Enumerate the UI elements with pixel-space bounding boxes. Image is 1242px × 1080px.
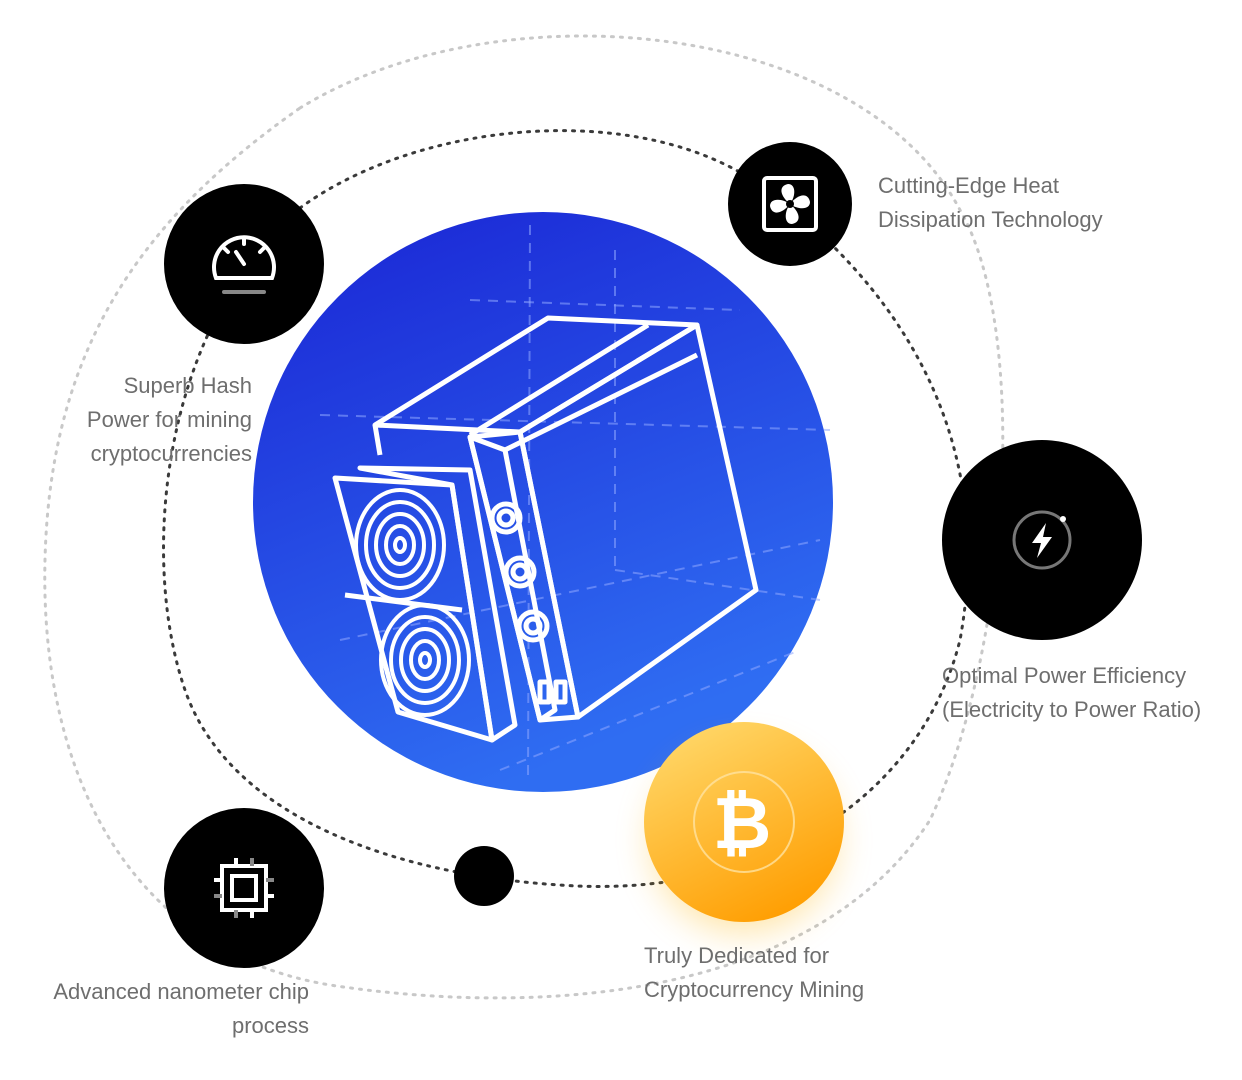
fan-icon xyxy=(762,176,818,232)
outer-orbit xyxy=(43,34,1005,1000)
node-heat xyxy=(728,142,852,266)
orbit-dot xyxy=(454,846,514,906)
label-power: Optimal Power Efficiency (Electricity to… xyxy=(942,663,1202,722)
miner-illustration xyxy=(332,315,759,743)
node-crypto: ₿ xyxy=(644,722,844,932)
miner-fans xyxy=(354,488,471,717)
label-crypto: Truly Dedicated for Cryptocurrency Minin… xyxy=(644,943,865,1002)
speedometer-icon xyxy=(212,235,276,294)
node-power xyxy=(942,440,1142,640)
center-grid xyxy=(319,224,831,781)
node-hash-power xyxy=(164,184,324,344)
bitcoin-icon: ₿ xyxy=(713,781,772,865)
lightning-icon xyxy=(1012,510,1072,570)
node-chip xyxy=(164,808,324,968)
label-chip: Advanced nanometer chip process xyxy=(53,979,309,1038)
label-hash-power: Superb Hash Power for mining cryptocurre… xyxy=(86,373,252,466)
label-heat: Cutting-Edge Heat Dissipation Technology xyxy=(878,173,1103,232)
chip-icon xyxy=(214,858,274,918)
